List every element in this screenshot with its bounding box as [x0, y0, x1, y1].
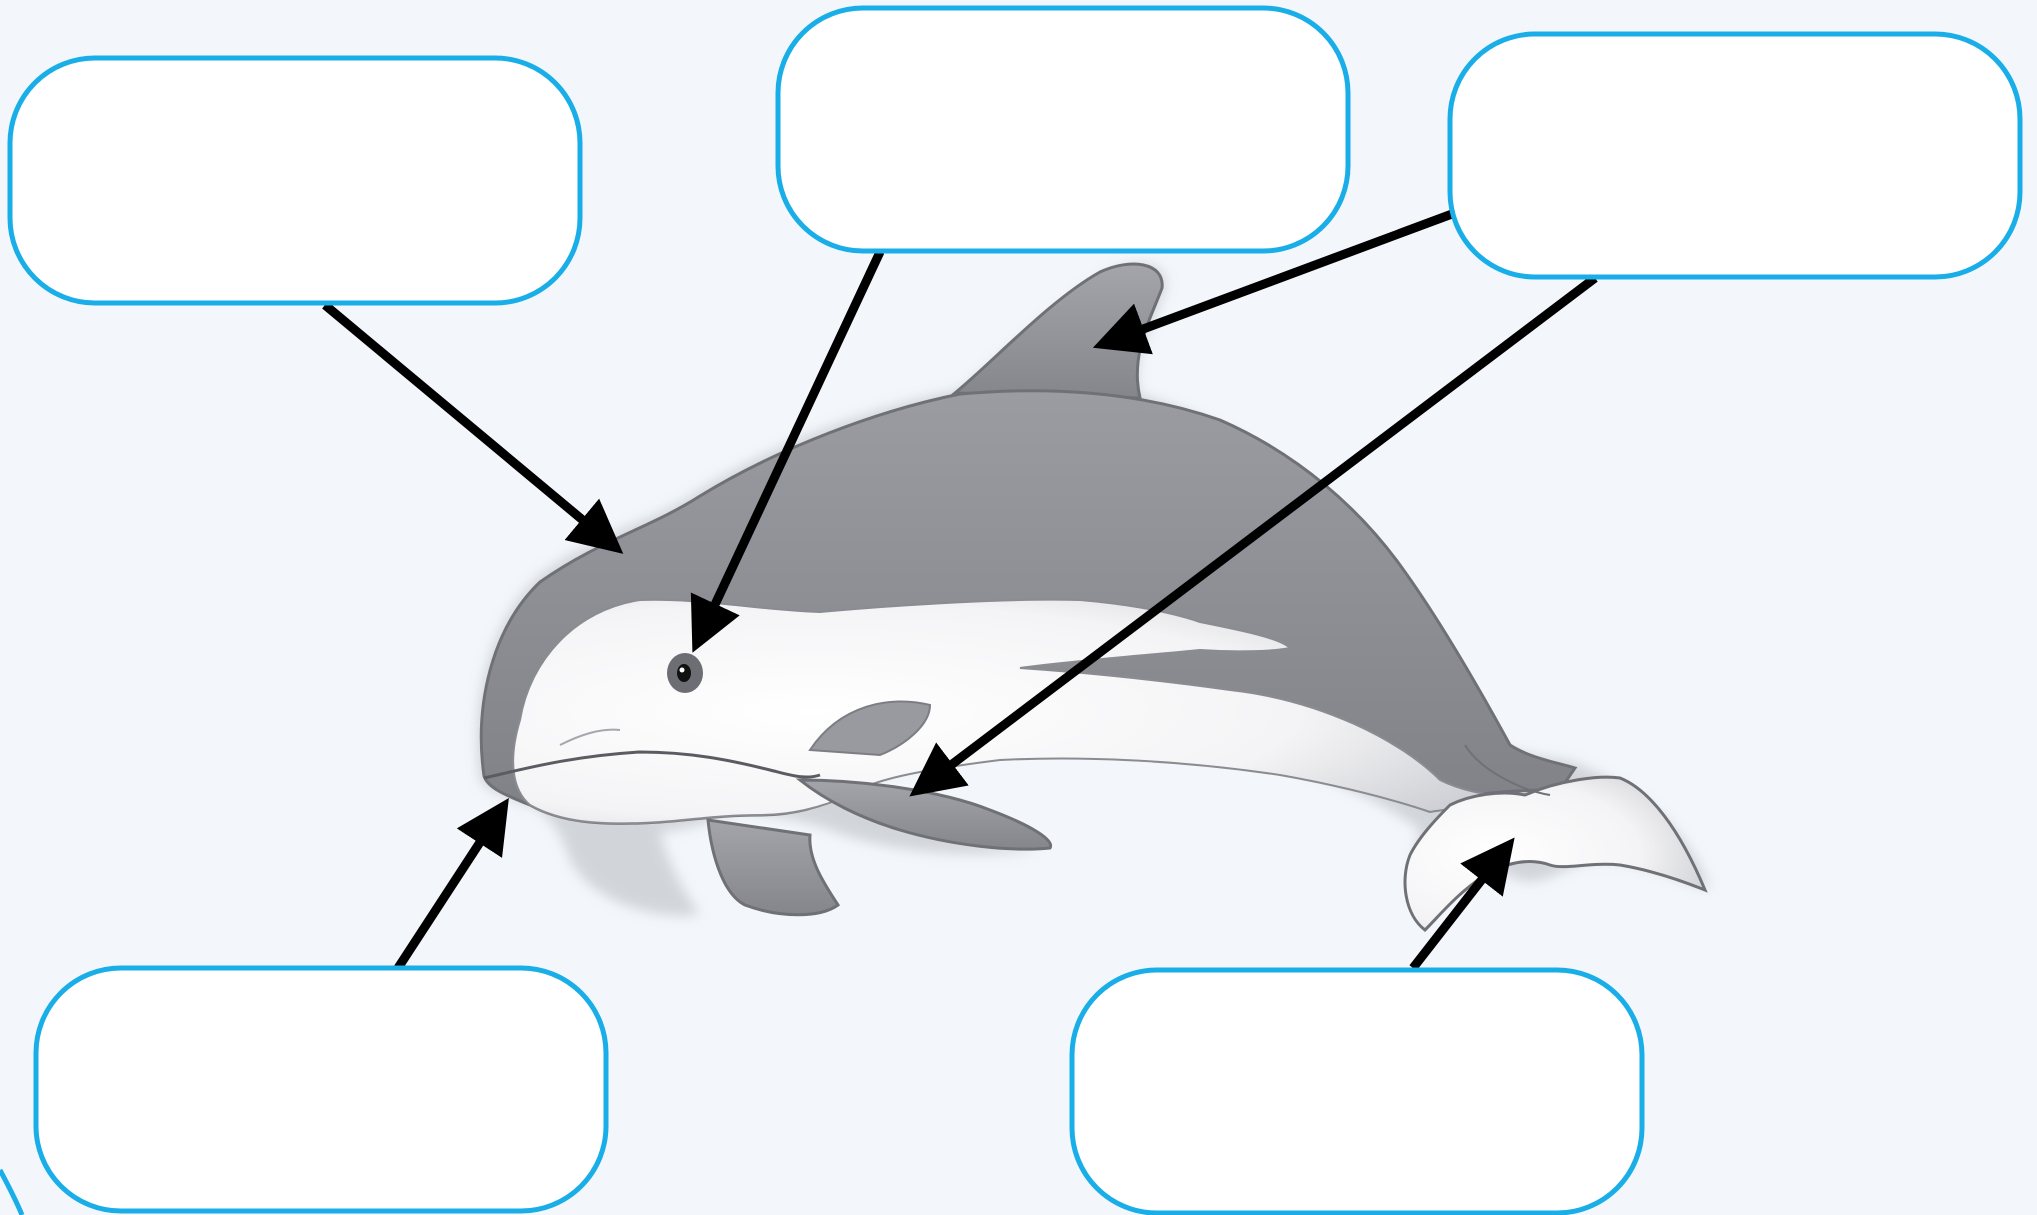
- label-box-top-right[interactable]: [1447, 31, 2023, 280]
- arrows: [322, 209, 1598, 971]
- arrow-eye-pointer: [690, 250, 885, 653]
- arrow-tail-pointer: [1409, 837, 1515, 971]
- label-box-bottom-left[interactable]: [33, 965, 609, 1214]
- corner-border-arc: [0, 1168, 25, 1215]
- tail-fluke-shape: [1403, 775, 1708, 932]
- lower-fin-shape: [706, 818, 841, 917]
- label-box-bottom-right[interactable]: [1069, 967, 1645, 1215]
- label-box-top-left[interactable]: [7, 55, 583, 306]
- arrow-dorsal-fin-pointer: [1092, 209, 1454, 355]
- mouth-line: [483, 750, 821, 780]
- eye-shape: [667, 653, 703, 693]
- arrow-head-pointer: [322, 301, 624, 554]
- arrow-flipper-pointer: [909, 274, 1598, 797]
- label-box-top-center[interactable]: [775, 5, 1351, 254]
- porpoise-illustration: [477, 262, 1710, 932]
- arrow-mouth-pointer: [394, 797, 509, 971]
